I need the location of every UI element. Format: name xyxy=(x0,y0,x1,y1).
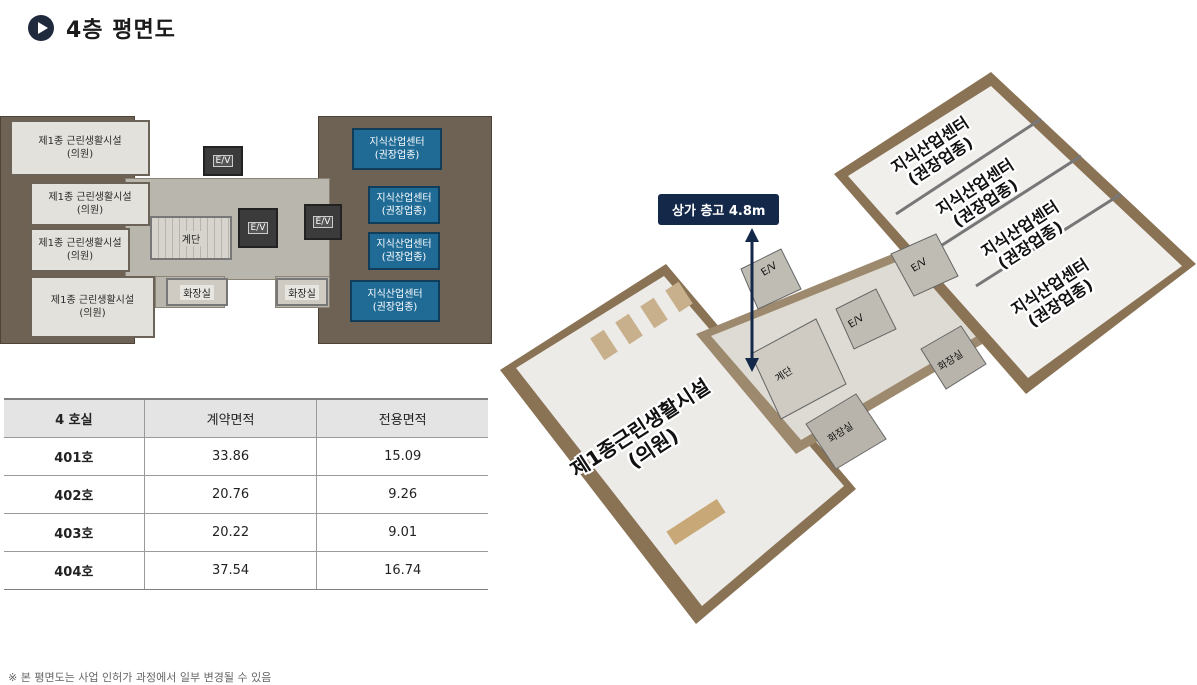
plan-room-clinic-2: 제1종 근린생활시설 (의원) xyxy=(30,182,150,226)
table-row: 403호 20.22 9.01 xyxy=(4,513,488,552)
table-cell: 37.54 xyxy=(143,551,317,590)
table-header-row: 4 호실 계약면적 전용면적 xyxy=(4,398,488,438)
furniture-bed xyxy=(640,297,668,329)
isometric-building-drawing xyxy=(500,72,1196,624)
table-cell: 404호 xyxy=(4,551,145,590)
furniture-bed xyxy=(665,281,693,313)
plan-room-office-2: 지식산업센터 (권장업종) xyxy=(368,186,440,224)
elevator-shaft-3 xyxy=(890,233,959,297)
plan-room-office-3: 지식산업센터 (권장업종) xyxy=(368,232,440,270)
floor-height-badge: 상가 층고 4.8m xyxy=(658,194,780,225)
plan-room-office-1: 지식산업센터 (권장업종) xyxy=(352,128,442,170)
table-cell: 9.26 xyxy=(316,475,488,514)
plan-elevator-2: E/V xyxy=(238,208,278,248)
column-header: 전용면적 xyxy=(316,398,488,438)
table-row: 402호 20.76 9.26 xyxy=(4,475,488,514)
plan-room-label: 제1종 근린생활시설 (의원) xyxy=(50,295,135,319)
plan-restroom-1: 화장실 xyxy=(166,278,228,306)
play-circle-icon xyxy=(28,15,54,41)
plan-room-office-4: 지식산업센터 (권장업종) xyxy=(350,280,440,322)
elevator-shaft-2 xyxy=(835,288,897,350)
plan-elevator-label: E/V xyxy=(212,155,234,167)
height-arrow-head-top xyxy=(745,228,759,242)
left-wing-floor xyxy=(516,276,844,606)
plan-room-label: 지식산업센터 (권장업종) xyxy=(376,193,432,217)
right-wing-floor xyxy=(848,86,1182,378)
table-cell: 401호 xyxy=(4,437,145,476)
restroom-block-1 xyxy=(805,393,887,470)
table-row: 404호 37.54 16.74 xyxy=(4,551,488,590)
plan-elevator-label: E/V xyxy=(312,216,334,228)
plan-restroom-2: 화장실 xyxy=(276,278,328,306)
table-row: 401호 33.86 15.09 xyxy=(4,437,488,476)
height-arrow-head-bottom xyxy=(745,358,759,372)
furniture-bed xyxy=(615,313,643,345)
plan-restroom-label: 화장실 xyxy=(180,284,214,300)
floor-plan-2d: 제1종 근린생활시설 (의원) 제1종 근린생활시설 (의원) 제1종 근린생활… xyxy=(0,116,492,344)
table-cell: 20.22 xyxy=(143,513,317,552)
plan-room-label: 제1종 근린생활시설 (의원) xyxy=(48,192,132,216)
page-title: 4층 평면도 xyxy=(66,18,176,43)
table-cell: 403호 xyxy=(4,513,145,552)
plan-room-clinic-4: 제1종 근린생활시설 (의원) xyxy=(30,276,155,338)
table-cell: 16.74 xyxy=(316,551,488,590)
plan-room-label: 지식산업센터 (권장업종) xyxy=(376,239,432,263)
office-partition xyxy=(895,117,1042,216)
plan-room-label: 제1종 근린생활시설 (의원) xyxy=(38,136,122,160)
column-header: 4 호실 xyxy=(4,398,145,438)
plan-elevator-1: E/V xyxy=(203,146,243,176)
plan-stairs-label: 계단 xyxy=(179,230,203,246)
plan-room-label: 제1종 근린생활시설 (의원) xyxy=(38,238,122,262)
plan-elevator-label: E/V xyxy=(247,222,269,234)
plan-elevator-3: E/V xyxy=(304,204,342,240)
plan-restroom-label: 화장실 xyxy=(285,284,319,300)
table-cell: 402호 xyxy=(4,475,145,514)
office-partition xyxy=(935,154,1082,251)
table-cell: 15.09 xyxy=(316,437,488,476)
disclaimer-footnote: ※ 본 평면도는 사업 인허가 과정에서 일부 변경될 수 있음 xyxy=(8,671,272,684)
restroom-block-2 xyxy=(920,325,987,390)
office-partition xyxy=(975,192,1122,288)
floor-plan-3d: 상가 층고 4.8m 제1종근린생활시설 (의원) 지식산업센터 (권장업종) … xyxy=(496,64,1197,639)
stairs-block xyxy=(750,318,847,420)
page-header: 4층 평면도 xyxy=(28,12,176,44)
table-cell: 20.76 xyxy=(143,475,317,514)
plan-room-clinic-3: 제1종 근린생활시설 (의원) xyxy=(30,228,130,272)
column-header: 계약면적 xyxy=(143,398,317,438)
plan-room-clinic-1: 제1종 근린생활시설 (의원) xyxy=(10,120,150,176)
furniture-bed xyxy=(590,329,618,361)
table-cell: 9.01 xyxy=(316,513,488,552)
table-cell: 33.86 xyxy=(143,437,317,476)
plan-stairs: 계단 xyxy=(150,216,232,260)
unit-area-table: 4 호실 계약면적 전용면적 401호 33.86 15.09 402호 20.… xyxy=(4,398,488,590)
plan-room-label: 지식산업센터 (권장업종) xyxy=(369,137,425,161)
plan-room-label: 지식산업센터 (권장업종) xyxy=(367,289,423,313)
furniture-reception-desk xyxy=(666,498,726,546)
